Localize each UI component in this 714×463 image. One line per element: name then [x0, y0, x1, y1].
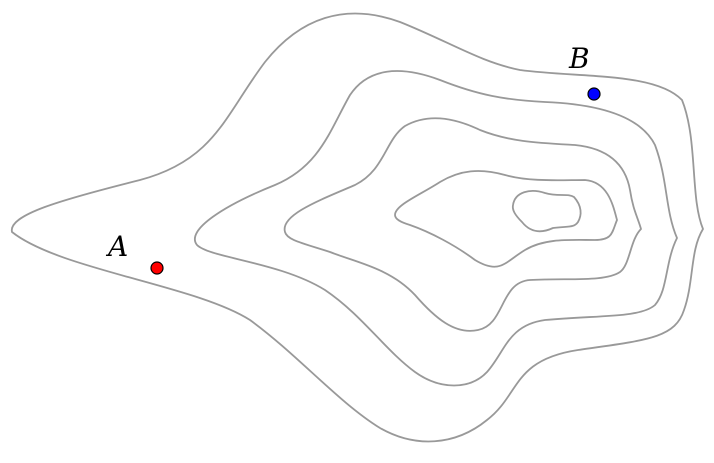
contour-line-4 — [394, 170, 618, 268]
point-b-marker — [587, 87, 601, 101]
contour-line-5 — [511, 190, 582, 233]
point-b-label: B — [568, 42, 590, 75]
point-a-marker — [150, 261, 164, 275]
point-a-label: A — [105, 230, 128, 263]
contour-line-1 — [11, 12, 704, 443]
contour-line-2 — [194, 70, 678, 387]
contour-line-3 — [283, 117, 642, 332]
